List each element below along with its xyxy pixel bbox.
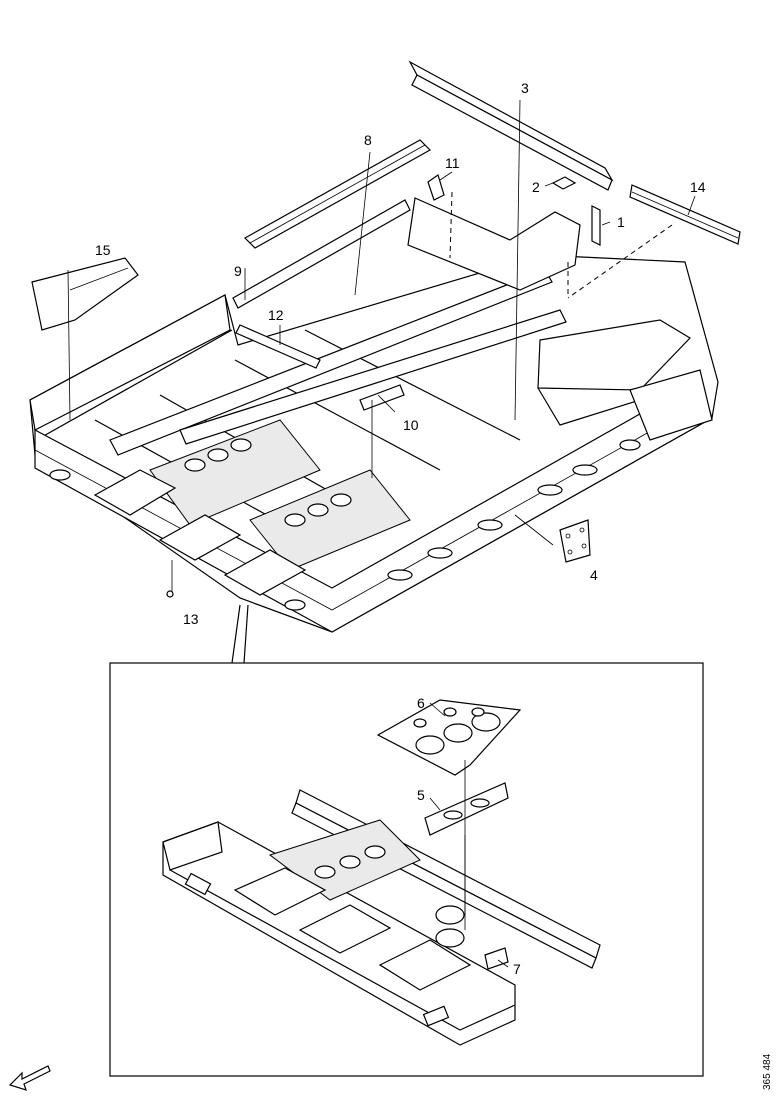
part-8-rail — [244, 139, 431, 249]
part-11-clip — [427, 174, 445, 201]
part-3-crossbeam — [408, 60, 614, 191]
callout-5: 5 — [417, 787, 425, 803]
callout-14: 14 — [690, 179, 706, 195]
callout-9: 9 — [234, 263, 242, 279]
part-9-strip — [232, 199, 411, 309]
lightening-holes — [49, 438, 641, 611]
callout-12: 12 — [268, 307, 284, 323]
part-13-bolt — [166, 590, 174, 598]
callout-15: 15 — [95, 242, 111, 258]
detail-inset — [109, 604, 704, 1077]
part-4-plate — [559, 519, 591, 563]
callout-7: 7 — [513, 961, 521, 977]
part-2-plate — [551, 176, 577, 190]
main-frame-assembly — [29, 254, 719, 633]
part-1-bracket — [591, 205, 601, 246]
callout-13: 13 — [183, 611, 199, 627]
callout-4: 4 — [590, 567, 598, 583]
callout-11: 11 — [445, 155, 460, 171]
document-number: 365 484 — [762, 1053, 773, 1090]
leader-lines — [67, 99, 696, 592]
part-14-bar — [629, 184, 741, 245]
direction-arrow-icon — [8, 1065, 51, 1091]
callout-3: 3 — [521, 80, 529, 96]
callout-labels: 1 2 3 4 5 6 7 8 9 10 11 12 13 14 15 — [95, 80, 706, 977]
callout-6: 6 — [417, 695, 425, 711]
callout-10: 10 — [403, 417, 419, 433]
part-10-bracket — [359, 384, 405, 411]
part-15-plate — [31, 257, 139, 331]
callout-8: 8 — [364, 132, 372, 148]
callout-1: 1 — [617, 214, 625, 230]
part-12-strip — [235, 324, 321, 369]
callout-2: 2 — [532, 179, 540, 195]
